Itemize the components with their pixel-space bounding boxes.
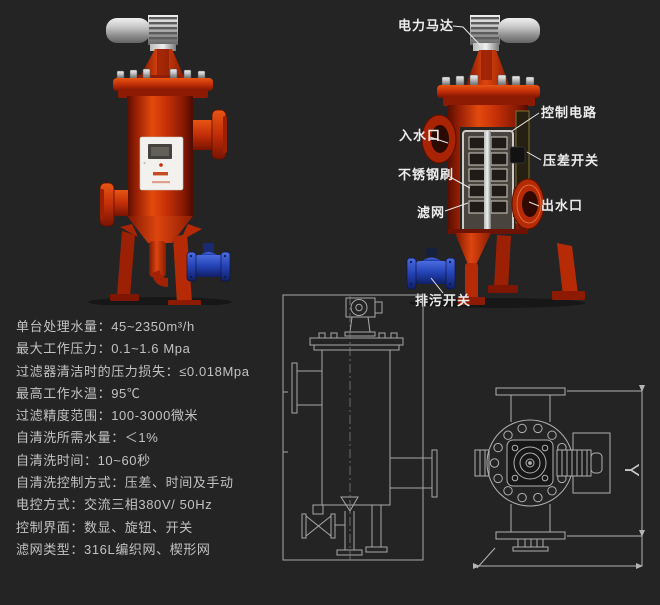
side-elevation-drawing — [282, 294, 438, 561]
filter-screen — [460, 127, 516, 233]
dimension-label-y: Y — [620, 463, 642, 476]
spec-cleaning-time: 自清洗时间：10~60秒 — [16, 452, 151, 468]
spec-flow-rate: 单台处理水量：45~2350m³/h — [16, 319, 195, 334]
product-photo — [88, 15, 232, 305]
drawing-valve — [301, 504, 345, 539]
legs-cutaway — [488, 235, 585, 300]
drawing-right-pipe — [390, 449, 438, 498]
topview-top-pipe — [495, 387, 566, 422]
drawing-left-pipe — [291, 362, 322, 414]
label-inlet: 入水口 — [399, 128, 442, 143]
spec-control-mode: 自清洗控制方式：压差、时间及手动 — [16, 475, 234, 491]
spec-max-temp: 最高工作水温：95℃ — [16, 385, 141, 401]
floor-shadow — [409, 298, 585, 308]
legs — [110, 231, 201, 305]
outlet-flange — [193, 109, 227, 160]
topview-left-flange — [474, 449, 490, 477]
drawing-motor — [344, 297, 383, 337]
spec-pressure-loss: 过滤器清洁时的压力损失：≤0.018Mpa — [16, 363, 250, 379]
label-pressure-switch: 压差开关 — [543, 153, 600, 168]
topview-motor — [556, 449, 603, 477]
top-flange-cutaway — [437, 74, 540, 106]
spec-power-supply: 电控方式：交流三相380V/ 50Hz — [16, 497, 213, 513]
topview-center-body — [506, 439, 554, 487]
control-panel — [139, 136, 184, 191]
spec-max-pressure: 最大工作压力：0.1~1.6 Mpa — [16, 341, 191, 357]
label-brush: 不锈钢刷 — [398, 167, 455, 182]
pressure-switch-box — [509, 146, 526, 164]
drawing-funnel — [336, 496, 363, 556]
brush-shaft — [484, 131, 491, 229]
drawing-body — [321, 349, 391, 506]
label-outlet: 出水口 — [541, 198, 584, 213]
drain-funnel — [448, 229, 528, 305]
motor-cutaway — [470, 15, 540, 51]
top-view-drawing: Y — [473, 385, 645, 569]
dimension-lines — [473, 385, 645, 569]
inlet-flange — [99, 182, 128, 227]
panel-button — [153, 172, 168, 176]
label-control-circuit: 控制电路 — [541, 105, 598, 120]
spec-cleaning-water: 自清洗所需水量：＜1% — [16, 430, 159, 446]
panel-indicator — [159, 163, 163, 167]
topview-bottom-pipe — [495, 504, 566, 552]
dimension-box — [282, 294, 424, 561]
label-motor: 电力马达 — [398, 18, 455, 33]
floor-shadow — [88, 297, 232, 305]
spec-list: 单台处理水量：45~2350m³/h 最大工作压力：0.1~1.6 Mpa 过滤… — [16, 316, 250, 561]
drain-valve-cutaway — [406, 248, 456, 290]
outlet-flange-cutaway — [511, 178, 545, 230]
drain-valve — [186, 243, 231, 282]
label-screen: 滤网 — [417, 205, 446, 220]
label-drain-switch: 排污开关 — [415, 293, 472, 308]
drawing-leg — [365, 505, 388, 553]
spec-filter-range: 过滤精度范围：100-3000微米 — [16, 408, 199, 424]
spec-screen-type: 滤网类型：316L编织网、楔形网 — [16, 541, 211, 557]
motor — [106, 15, 178, 51]
spec-interface: 控制界面：数显、旋钮、开关 — [16, 519, 193, 535]
